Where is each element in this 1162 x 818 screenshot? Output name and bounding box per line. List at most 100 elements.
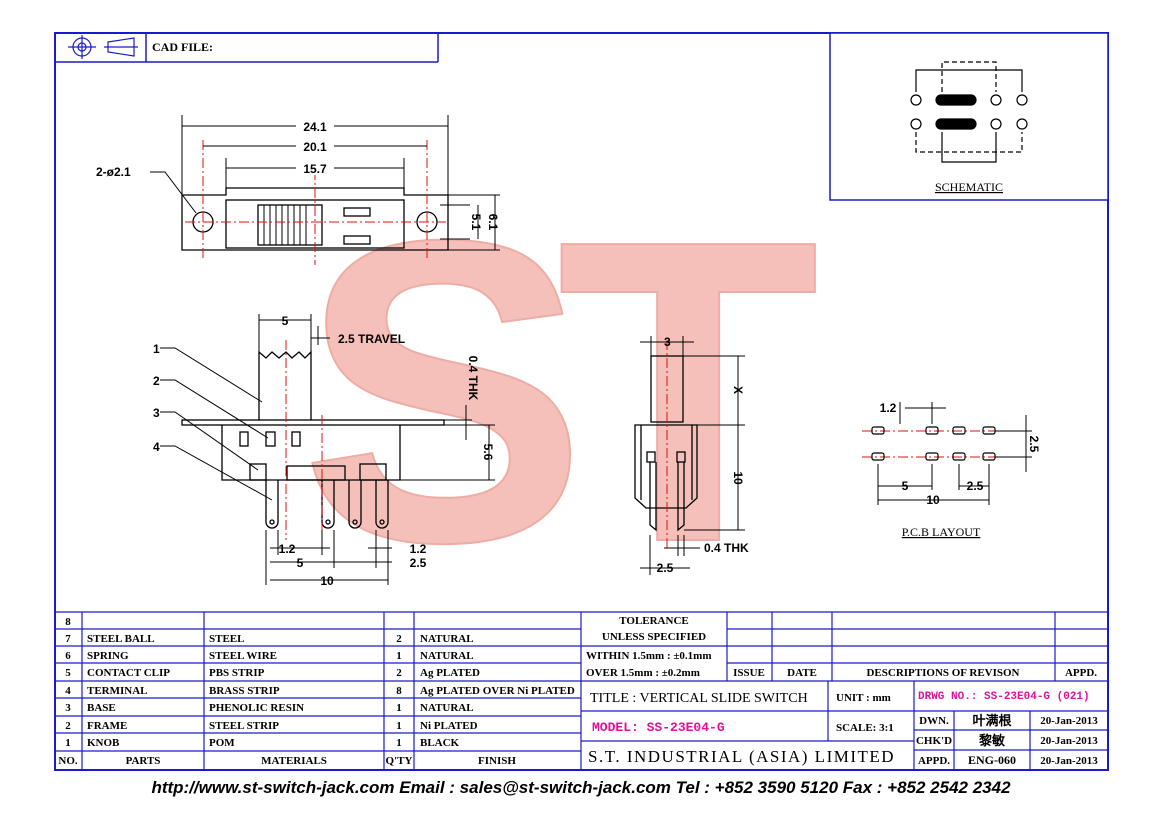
bom-header-parts: PARTS [126, 755, 161, 767]
appd-label: APPD. [918, 755, 950, 767]
bom-row-7-finish: NATURAL [420, 633, 474, 645]
bom-row-4-no: 4 [65, 685, 71, 697]
callout-4: 4 [153, 440, 160, 454]
dim-travel: 2.5 TRAVEL [338, 332, 405, 346]
dim-body-height: 5.6 [481, 444, 495, 461]
tolerance-within: WITHIN 1.5mm : ±0.1mm [586, 650, 712, 662]
bom-row-6-part: SPRING [87, 650, 129, 662]
issue-header: ISSUE [733, 667, 765, 679]
chkd-label: CHK'D [916, 735, 952, 747]
bom-row-1-material: POM [209, 737, 235, 749]
dim-side-height: 10 [731, 471, 745, 485]
front-view [160, 314, 495, 585]
bom-row-3-part: BASE [87, 702, 116, 714]
appd-date: 20-Jan-2013 [1040, 755, 1098, 767]
chkd-name: 黎敏 [979, 733, 1006, 749]
bom-row-3-material: PHENOLIC RESIN [209, 702, 304, 714]
bom-row-7-part: STEEL BALL [87, 633, 155, 645]
bom-header-no: NO. [58, 755, 78, 767]
bom-row-6-qty: 1 [396, 650, 402, 662]
bom-row-6-material: STEEL WIRE [209, 650, 277, 662]
dim-pin-span-25: 2.5 [410, 556, 427, 570]
schematic-symbol [910, 61, 1028, 163]
pcb-dim-10: 10 [926, 493, 940, 507]
pcb-dim-1-2: 1.2 [880, 401, 897, 415]
bom-header-materials: MATERIALS [261, 755, 327, 767]
scale-label: SCALE: 3:1 [836, 722, 894, 734]
dim-height-inner: 5.1 [469, 214, 483, 231]
company-name: S.T. INDUSTRIAL (ASIA) LIMITED [588, 747, 895, 766]
pcb-layout [862, 402, 1032, 505]
dim-top-holes: 20.1 [303, 140, 327, 154]
bom-row-8-no: 8 [65, 616, 71, 628]
bom-row-6-finish: NATURAL [420, 650, 474, 662]
dwn-name: 叶满根 [972, 713, 1012, 729]
bom-row-7-material: STEEL [209, 633, 244, 645]
dim-plate-thk: 0.4 THK [466, 356, 480, 401]
dim-height-outer: 6.1 [486, 214, 500, 231]
dwn-date: 20-Jan-2013 [1040, 715, 1098, 727]
pcb-dim-2-5-vertical: 2.5 [1027, 436, 1041, 453]
bom-row-4-finish: Ag PLATED OVER Ni PLATED [420, 685, 575, 697]
st-watermark: ST [299, 151, 850, 633]
bom-row-2-qty: 1 [396, 720, 402, 732]
appd-name: ENG-060 [968, 753, 1016, 767]
dim-top-inner: 15.7 [303, 162, 327, 176]
bom-row-7-qty: 2 [396, 633, 402, 645]
bom-row-2-finish: Ni PLATED [420, 720, 478, 732]
side-view [634, 336, 745, 575]
dim-side-thk: 0.4 THK [704, 541, 749, 555]
bom-header-finish: FINISH [478, 755, 516, 767]
bom-row-4-part: TERMINAL [87, 685, 148, 697]
bom-row-3-qty: 1 [396, 702, 402, 714]
revision-descriptions-header: DESCRIPTIONS OF REVISON [866, 667, 1019, 679]
drawing-number: DRWG NO.: SS-23E04-G (021) [918, 691, 1090, 703]
bom-row-5-no: 5 [65, 667, 71, 679]
callout-1: 1 [153, 342, 160, 356]
dim-top-overall: 24.1 [303, 120, 327, 134]
tolerance-over: OVER 1.5mm : ±0.2mm [586, 667, 700, 679]
dim-side-x: X [731, 386, 745, 394]
bom-row-5-finish: Ag PLATED [420, 667, 480, 679]
cad-file-label: CAD FILE: [152, 40, 213, 54]
title-block: TOLERANCE UNLESS SPECIFIED WITHIN 1.5mm … [581, 612, 1108, 770]
bom-row-2-part: FRAME [87, 720, 127, 732]
bom-row-6-no: 6 [65, 650, 71, 662]
dwn-label: DWN. [919, 715, 949, 727]
bom-row-3-finish: NATURAL [420, 702, 474, 714]
bom-row-1-finish: BLACK [420, 737, 460, 749]
pcb-dim-2-5: 2.5 [967, 479, 984, 493]
contact-footer: http://www.st-switch-jack.com Email : sa… [151, 778, 1011, 797]
unit-label: UNIT : mm [836, 692, 891, 704]
bom-row-5-part: CONTACT CLIP [87, 667, 170, 679]
bom-header-qty: Q'TY [386, 755, 413, 767]
pcb-dim-5: 5 [902, 479, 909, 493]
unless-specified-label: UNLESS SPECIFIED [602, 631, 706, 643]
projection-symbol-icon [68, 35, 138, 59]
bom-row-4-qty: 8 [396, 685, 402, 697]
bom-row-7-no: 7 [65, 633, 71, 645]
callout-2: 2 [153, 374, 160, 388]
bom-table: 8 7 STEEL BALL STEEL 2 NATURAL 6 SPRING … [55, 611, 1108, 770]
dim-side-width: 3 [664, 335, 671, 349]
tolerance-label: TOLERANCE [619, 615, 688, 627]
header-strip: CAD FILE: [55, 33, 439, 63]
bom-row-1-no: 1 [65, 737, 71, 749]
watermark-text: ST [300, 152, 819, 632]
date-header: DATE [787, 667, 817, 679]
dim-pin-gap-right: 1.2 [410, 542, 427, 556]
dim-pin-pitch: 1.2 [279, 542, 296, 556]
chkd-date: 20-Jan-2013 [1040, 735, 1098, 747]
bom-row-2-material: STEEL STRIP [209, 720, 279, 732]
bom-row-2-no: 2 [65, 720, 71, 732]
model-number: MODEL: SS-23E04-G [592, 720, 725, 735]
bom-row-5-material: PBS STRIP [209, 667, 265, 679]
top-view [150, 115, 500, 265]
bom-row-1-qty: 1 [396, 737, 402, 749]
dim-hole-diameter: 2-ø2.1 [96, 165, 131, 179]
dim-pin-span-10: 10 [320, 574, 334, 588]
drawing-title: TITLE : VERTICAL SLIDE SWITCH [590, 691, 808, 706]
pcb-label: P.C.B LAYOUT [902, 525, 981, 539]
dim-knob-width: 5 [282, 314, 289, 328]
